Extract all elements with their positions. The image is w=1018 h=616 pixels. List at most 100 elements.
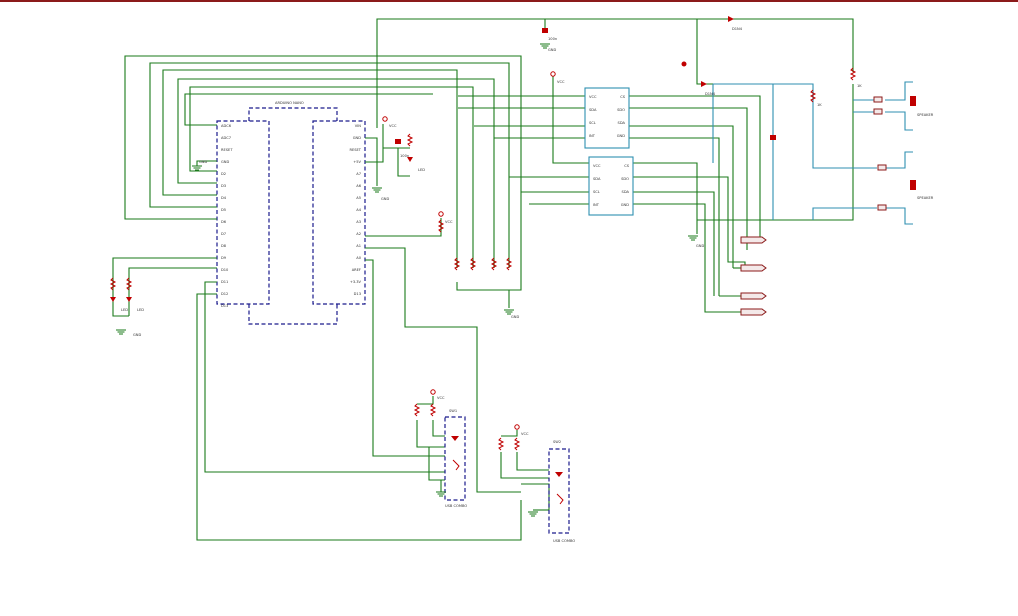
wire [697,84,854,221]
wire [416,420,445,448]
connector[interactable] [740,264,767,272]
speaker-label: SPEAKER [917,113,934,117]
mcu-pin-label: A4 [356,208,361,212]
wire [417,396,434,405]
gnd-label: GND [381,197,389,201]
cap-label: 100n [400,154,409,158]
connector[interactable] [740,292,767,300]
wire [521,483,550,510]
mcu-pin-label: A1 [356,244,361,248]
switch-outline [444,416,466,501]
capacitor-icon [395,139,401,144]
wire [629,95,761,240]
resistor-icon [406,133,414,147]
mcu-pin-label: +5V [353,160,361,164]
switch-name: SW1 [449,409,457,413]
ground-symbols [116,43,698,517]
switch-module-1[interactable]: SW1 USB COMBO [444,409,467,508]
resistor-icon [497,437,505,451]
mcu-pin-label: D12 [221,292,228,296]
ic-pin-label: VCC [589,95,597,99]
diode-label: D1N4 [705,92,716,96]
mcu-pin-label: D9 [221,256,227,260]
bus-wire [713,83,853,169]
ground-icon [192,165,202,171]
mcu-pin-label: A3 [356,220,361,224]
connector[interactable] [740,236,767,244]
bus-wire [885,207,913,225]
ground-icon [540,43,550,49]
mcu-pin-label: D6 [221,220,227,224]
vcc-label: VCC [445,220,453,224]
wire [516,452,549,471]
vcc-icon [382,116,388,122]
led-label: LED [121,308,128,312]
ic-pin-label: INT [589,134,596,138]
mcu-pin-label: ADC6 [221,124,232,128]
wire [696,19,713,85]
wire [184,93,433,126]
ic-pin-label: GND [621,203,629,207]
mcu-name: ARDUINO NANO [275,101,304,105]
mcu-pin-label: D13 [354,292,361,296]
connector[interactable] [740,308,767,316]
ic-pin-label: CS [624,164,630,168]
resistor-icon [505,257,513,271]
vcc-label: VCC [521,432,529,436]
wire-network [112,18,854,541]
resistor-icon [873,108,883,115]
wire [149,62,510,268]
speaker-icon [910,96,916,106]
gnd-label: GND [696,244,704,248]
mcu-module[interactable]: ARDUINO NANO ADC6ADC7RESETGNDD2D3D4D5D6D… [216,101,366,325]
led-icon [110,297,116,302]
mcu-left-pin-labels: ADC6ADC7RESETGNDD2D3D4D5D6D7D8D9D10D11D1… [221,124,233,308]
mcu-pin-label: D8 [221,244,227,248]
switch-caption: USB COMBO [445,504,467,508]
wire [365,218,442,237]
switch-lever-icon [452,459,460,471]
mcu-bottom-outline [248,304,338,325]
led-label: LED [137,308,144,312]
switch-caption: USB COMBO [553,539,575,543]
gnd-label: GND [548,48,556,52]
wire [633,191,715,296]
wire [500,452,549,479]
wire [552,76,589,164]
wire [365,259,445,457]
capacitor-icon [542,28,548,33]
ic-pin-label: INT [593,203,600,207]
wire [432,420,445,437]
switch-contact-icon [555,472,563,477]
output-connectors[interactable] [740,236,767,316]
resistor-icon [877,204,887,211]
wire [456,268,522,291]
mcu-pin-label: A6 [356,184,361,188]
wire [189,86,474,268]
mcu-pin-label: ADC7 [221,136,231,140]
gnd-label: GND [133,333,141,337]
ground-icon [504,309,514,315]
wire [633,162,698,234]
title-bar-rule [0,0,1018,2]
mcu-pin-label: +3.3V [350,280,362,284]
wire [365,124,384,163]
wire [365,137,378,186]
junction-dot [681,61,687,67]
speaker-bus [712,81,913,225]
resistor-icon [873,96,883,103]
switch-module-2[interactable]: SW2 USB COMBO [548,440,575,543]
wire [629,137,720,296]
capacitor-icon [770,135,776,140]
ic-pin-label: SCL [589,121,596,125]
vcc-icon [514,424,520,430]
switch-contact-icon [451,436,459,441]
wire [196,160,217,166]
bus-wire [885,151,913,169]
mcu-pin-label: AREF [352,268,361,272]
